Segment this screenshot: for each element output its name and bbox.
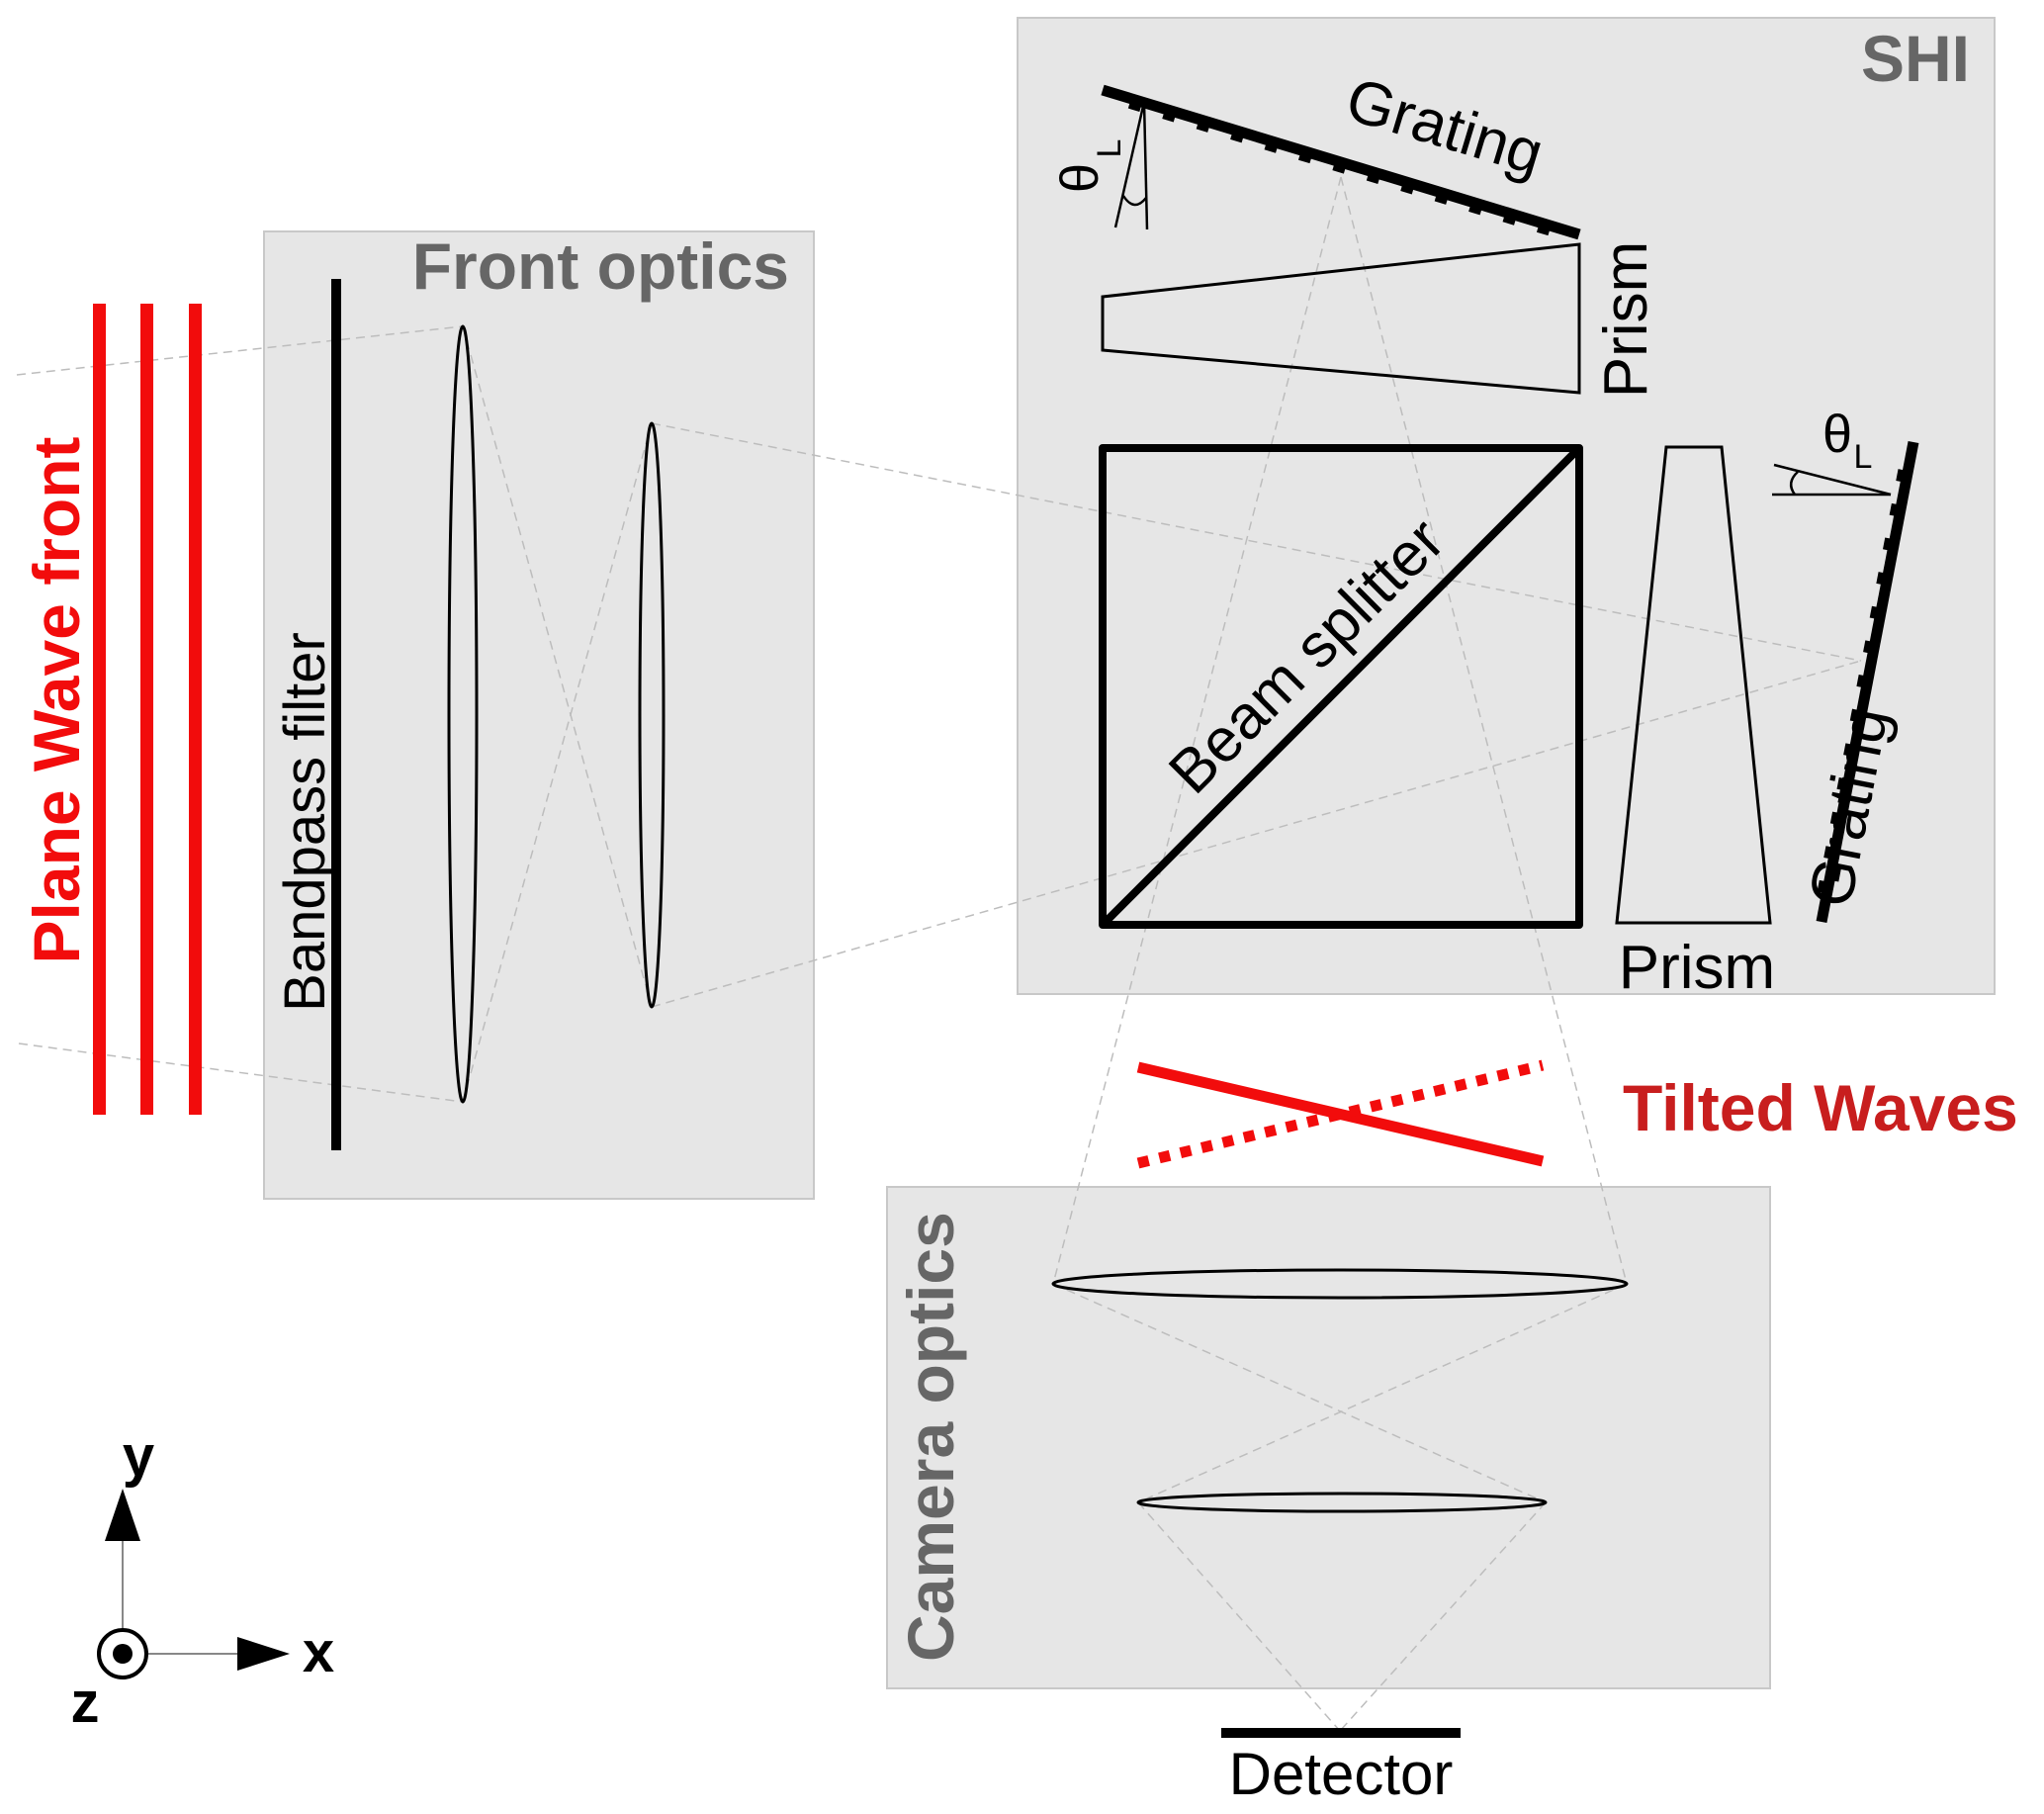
beam-splitter-cube — [1099, 444, 1583, 929]
camera-optics-title: Camera optics — [894, 1212, 967, 1662]
y-axis-label: y — [123, 1424, 154, 1489]
grating-tooth — [1332, 164, 1346, 174]
grating-tooth — [1264, 143, 1278, 153]
tilted-waves — [1136, 1059, 1545, 1169]
right-grating-teeth — [1817, 469, 1905, 893]
grating-tooth — [1882, 537, 1892, 551]
tilted-wave-solid — [1136, 1061, 1545, 1167]
grating-tooth — [1400, 185, 1414, 195]
z-axis-label: z — [71, 1671, 100, 1735]
grating-tooth — [1127, 102, 1142, 113]
grating-tooth — [1297, 153, 1312, 164]
top-prism-label: Prism — [1592, 241, 1660, 398]
ray-lens1-lens2-b — [462, 422, 653, 1103]
ray-detector-a — [1137, 1501, 1341, 1732]
front-lens-2 — [638, 421, 666, 1009]
grating-tooth — [1849, 708, 1858, 722]
top-theta-angle-marker — [1113, 101, 1149, 230]
grating-tooth — [1366, 174, 1380, 185]
grating-tooth — [1876, 572, 1885, 586]
ray-camera-b — [1137, 1283, 1628, 1503]
grating-tooth — [1230, 134, 1244, 143]
detector-bar — [1221, 1728, 1461, 1738]
ray-to-right-grating-a — [651, 422, 1862, 662]
ray-to-right-grating-b — [651, 660, 1862, 1008]
plane-wave-front-label: Plane Wave front — [20, 436, 93, 963]
wavefront-line-1 — [93, 304, 106, 1115]
grating-tooth — [1869, 605, 1878, 619]
right-prism-label: Prism — [1619, 934, 1775, 1002]
camera-lens-2 — [1136, 1492, 1548, 1513]
right-grating — [1816, 440, 1919, 924]
x-axis-arrow-icon — [237, 1637, 290, 1671]
grating-tooth — [1434, 195, 1448, 205]
tilted-waves-label: Tilted Waves — [1623, 1071, 2018, 1144]
grating-tooth — [1468, 206, 1482, 216]
ray-incident-bottom — [18, 1043, 464, 1103]
grating-tooth — [1536, 226, 1551, 236]
grating-tooth — [1889, 502, 1898, 516]
top-grating-teeth — [1127, 102, 1551, 236]
grating-tooth — [1896, 469, 1905, 483]
grating-tooth — [1856, 675, 1865, 687]
grating-tooth — [1829, 811, 1839, 825]
camera-optics-box — [886, 1186, 1771, 1689]
ray-top-grating-b — [1340, 176, 1628, 1285]
front-lens-1 — [447, 324, 479, 1104]
ray-camera-a — [1052, 1283, 1547, 1503]
detector-label: Detector — [1229, 1741, 1454, 1807]
front-optics-title: Front optics — [412, 229, 789, 303]
grating-tooth — [1836, 776, 1845, 790]
grating-tooth — [1863, 640, 1872, 654]
grating-tooth — [1823, 846, 1832, 860]
right-prism — [1615, 445, 1772, 925]
top-prism — [1101, 242, 1581, 395]
right-theta-symbol: θ — [1822, 405, 1852, 464]
y-axis-arrow-icon — [105, 1489, 140, 1541]
ray-detector-b — [1339, 1501, 1547, 1732]
coordinate-axes — [97, 1489, 290, 1679]
ray-incident-top — [16, 325, 464, 376]
camera-lens-1 — [1051, 1268, 1629, 1300]
x-axis-label: x — [303, 1620, 334, 1684]
beam-splitter-diagonal — [1100, 445, 1582, 928]
wavefront-line-3 — [189, 304, 202, 1115]
plane-wave-front — [93, 304, 202, 1115]
top-theta-subscript: L — [1091, 139, 1128, 158]
front-optics-box — [263, 230, 815, 1200]
top-theta-symbol: θ — [1050, 163, 1110, 193]
z-axis-dot-icon — [113, 1644, 133, 1664]
grating-tooth — [1843, 743, 1852, 757]
ray-paths — [16, 176, 1862, 1732]
top-grating — [1101, 84, 1581, 240]
wavefront-line-2 — [140, 304, 153, 1115]
grating-tooth — [1196, 123, 1209, 133]
grating-tooth — [1162, 113, 1176, 123]
grating-tooth — [1502, 216, 1516, 226]
shi-title: SHI — [1861, 22, 1970, 95]
right-theta-angle-marker — [1772, 463, 1892, 497]
bandpass-filter-label: Bandpass filter — [273, 632, 337, 1012]
shi-box — [1017, 17, 1996, 995]
right-theta-subscript: L — [1854, 438, 1873, 476]
ray-top-grating-a — [1052, 176, 1342, 1285]
bandpass-filter — [331, 279, 341, 1150]
tilted-wave-dotted — [1136, 1059, 1545, 1169]
grating-tooth — [1817, 879, 1825, 893]
